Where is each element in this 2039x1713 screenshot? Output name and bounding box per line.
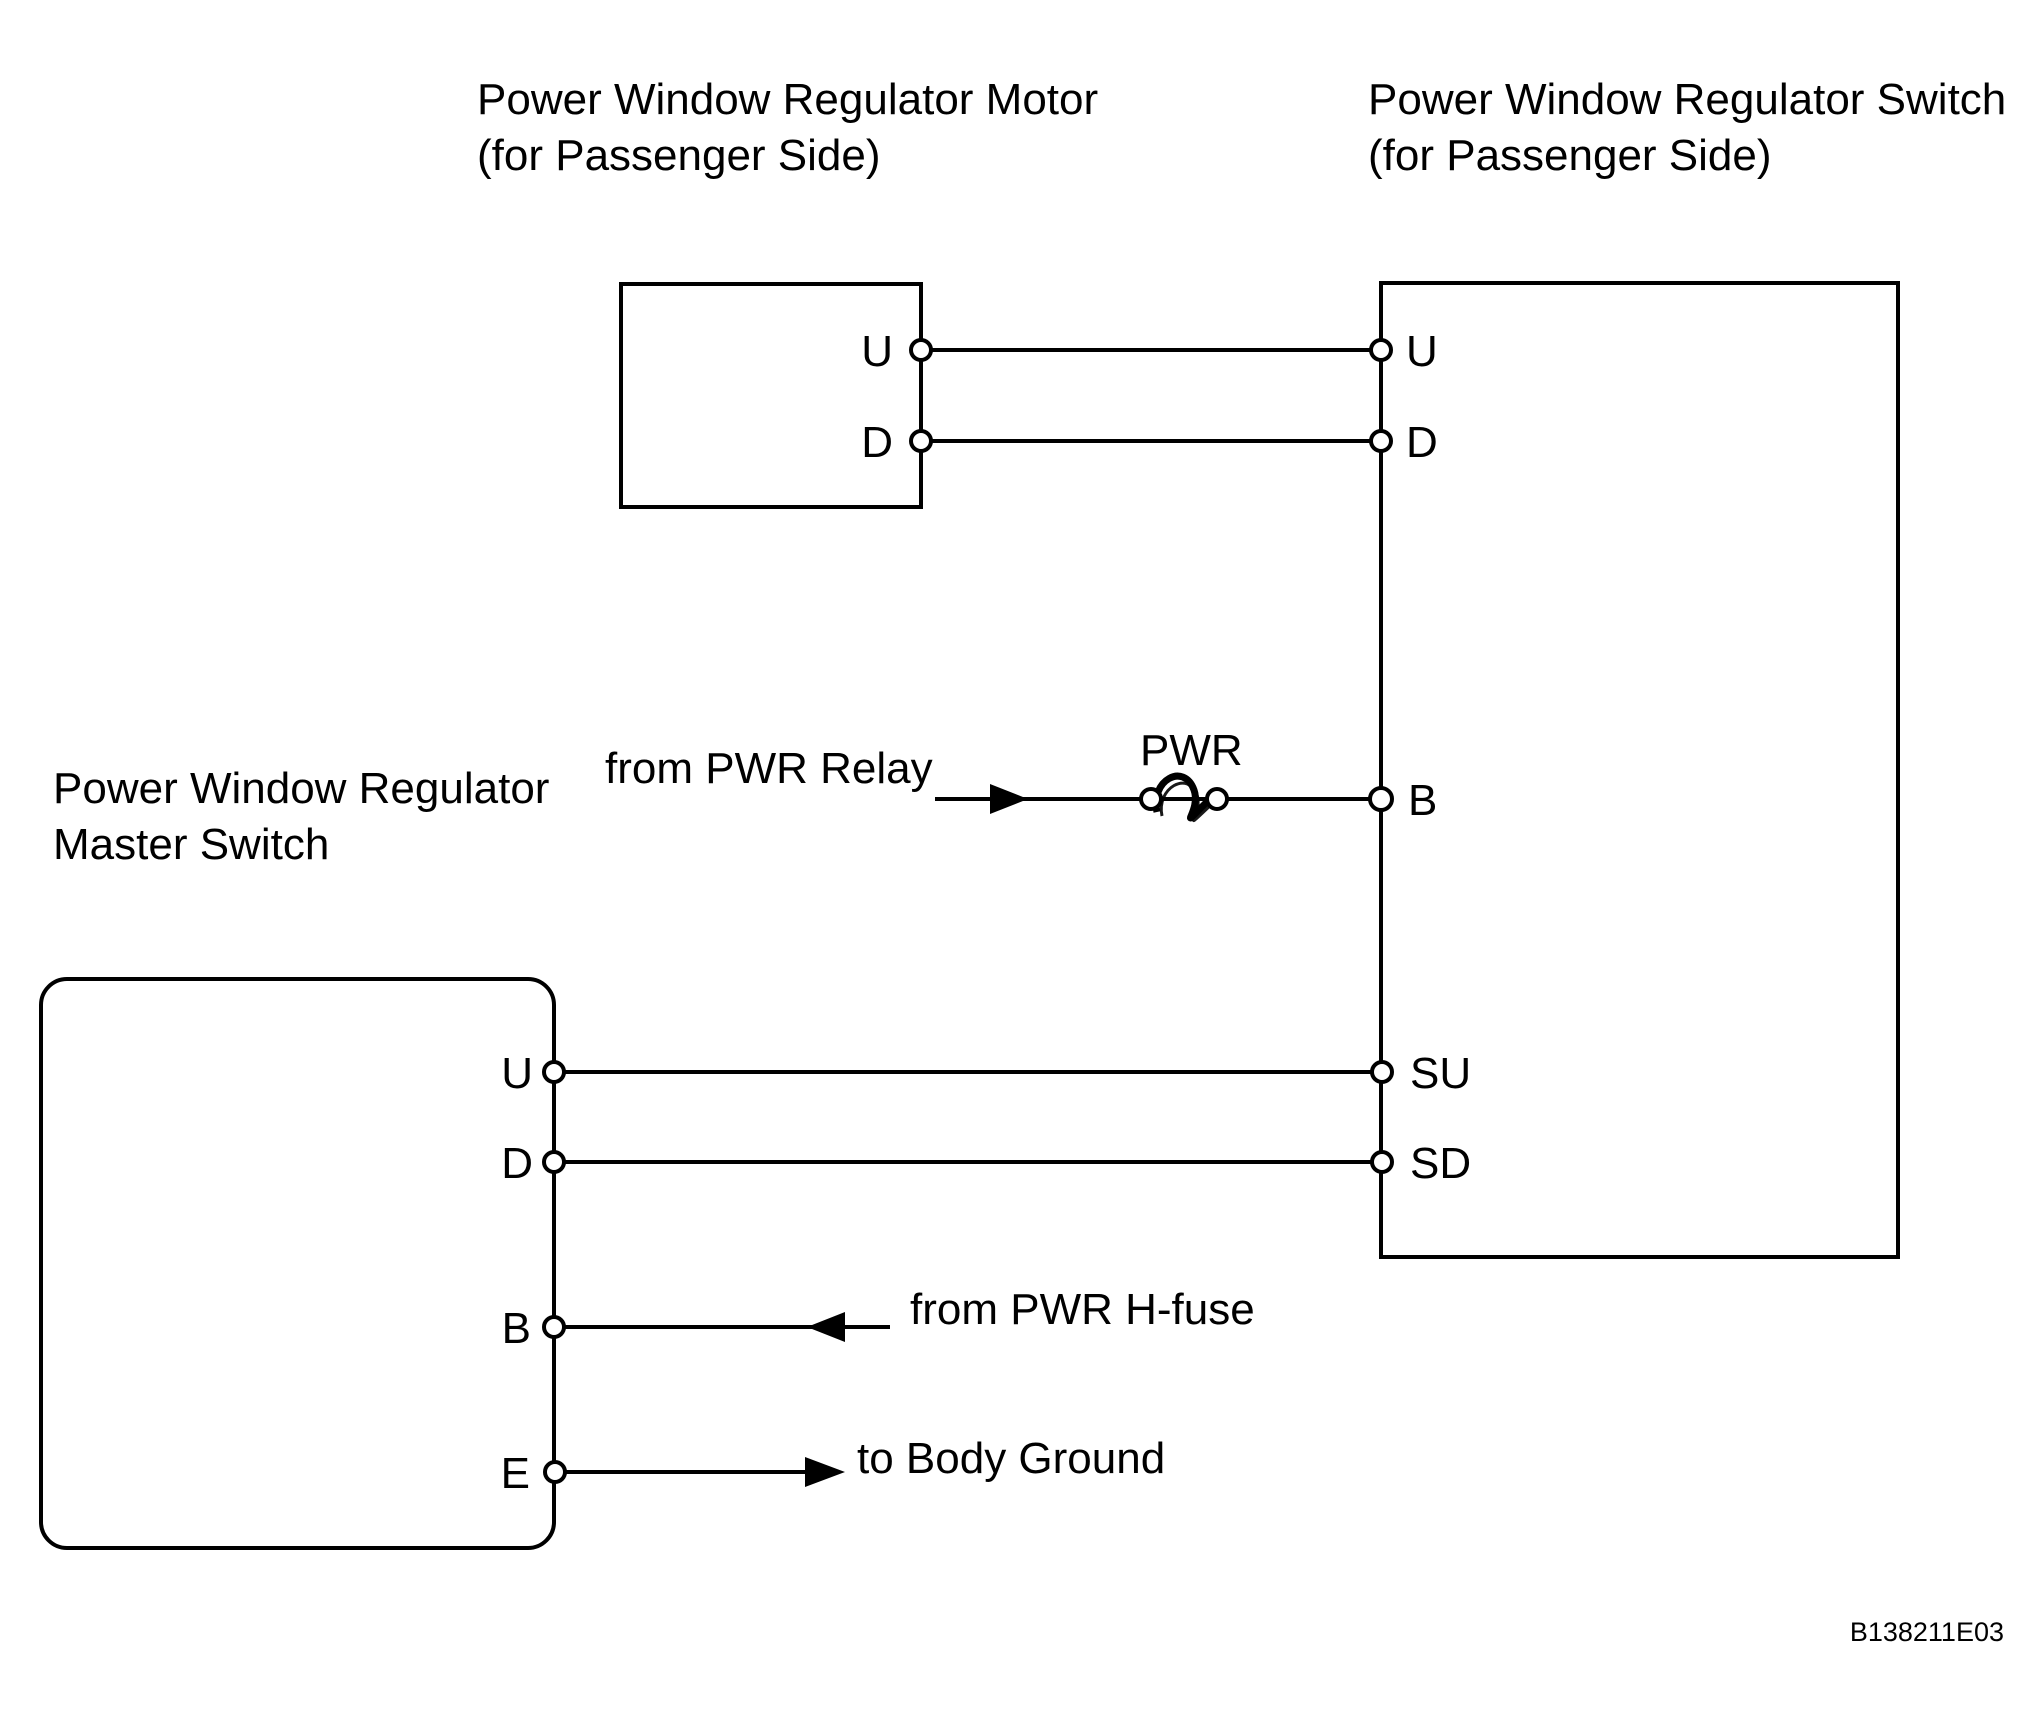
master-terminal-b: [542, 1315, 566, 1339]
arrow-right-icon: [990, 784, 1028, 814]
switch-terminal-d: [1369, 429, 1393, 453]
motor-title-line1: Power Window Regulator Motor: [477, 75, 1098, 124]
master-terminal-d-label: D: [501, 1139, 533, 1188]
switch-terminal-sd: [1370, 1150, 1394, 1174]
master-label-line1: Power Window Regulator: [53, 764, 549, 813]
motor-terminal-d: [909, 429, 933, 453]
master-label-line2: Master Switch: [53, 820, 329, 869]
annotation-from-pwr-hfuse: from PWR H-fuse: [910, 1285, 1255, 1334]
master-terminal-d: [542, 1150, 566, 1174]
motor-title-line2: (for Passenger Side): [477, 131, 881, 180]
switch-title-line1: Power Window Regulator Switch: [1368, 75, 2006, 124]
motor-terminal-u: [909, 338, 933, 362]
switch-terminal-u-label: U: [1406, 327, 1438, 376]
switch-box: [1379, 281, 1900, 1259]
motor-terminal-d-label: D: [861, 418, 893, 467]
fusible-link-icon: [1139, 772, 1229, 823]
annotation-from-pwr-relay: from PWR Relay: [605, 744, 933, 793]
switch-terminal-u: [1369, 338, 1393, 362]
annotation-to-body-ground: to Body Ground: [857, 1434, 1165, 1483]
master-terminal-e: [543, 1460, 567, 1484]
motor-box: [619, 282, 923, 509]
master-terminal-u-label: U: [501, 1049, 533, 1098]
motor-terminal-u-label: U: [861, 327, 893, 376]
arrow-right-icon: [805, 1457, 845, 1487]
master-terminal-b-label: B: [502, 1304, 531, 1353]
switch-terminal-su: [1370, 1060, 1394, 1084]
annotation-pwr-fuse: PWR: [1140, 726, 1243, 775]
switch-terminal-sd-label: SD: [1410, 1139, 1471, 1188]
figure-code: B138211E03: [1850, 1617, 2004, 1647]
switch-terminal-d-label: D: [1406, 418, 1438, 467]
switch-terminal-b-label: B: [1408, 776, 1437, 825]
master-terminal-u: [542, 1060, 566, 1084]
master-switch-box: [39, 977, 556, 1550]
switch-title-line2: (for Passenger Side): [1368, 131, 1772, 180]
master-terminal-e-label: E: [501, 1449, 530, 1498]
arrow-left-icon: [807, 1312, 845, 1342]
switch-terminal-b: [1368, 786, 1394, 812]
switch-terminal-su-label: SU: [1410, 1049, 1471, 1098]
